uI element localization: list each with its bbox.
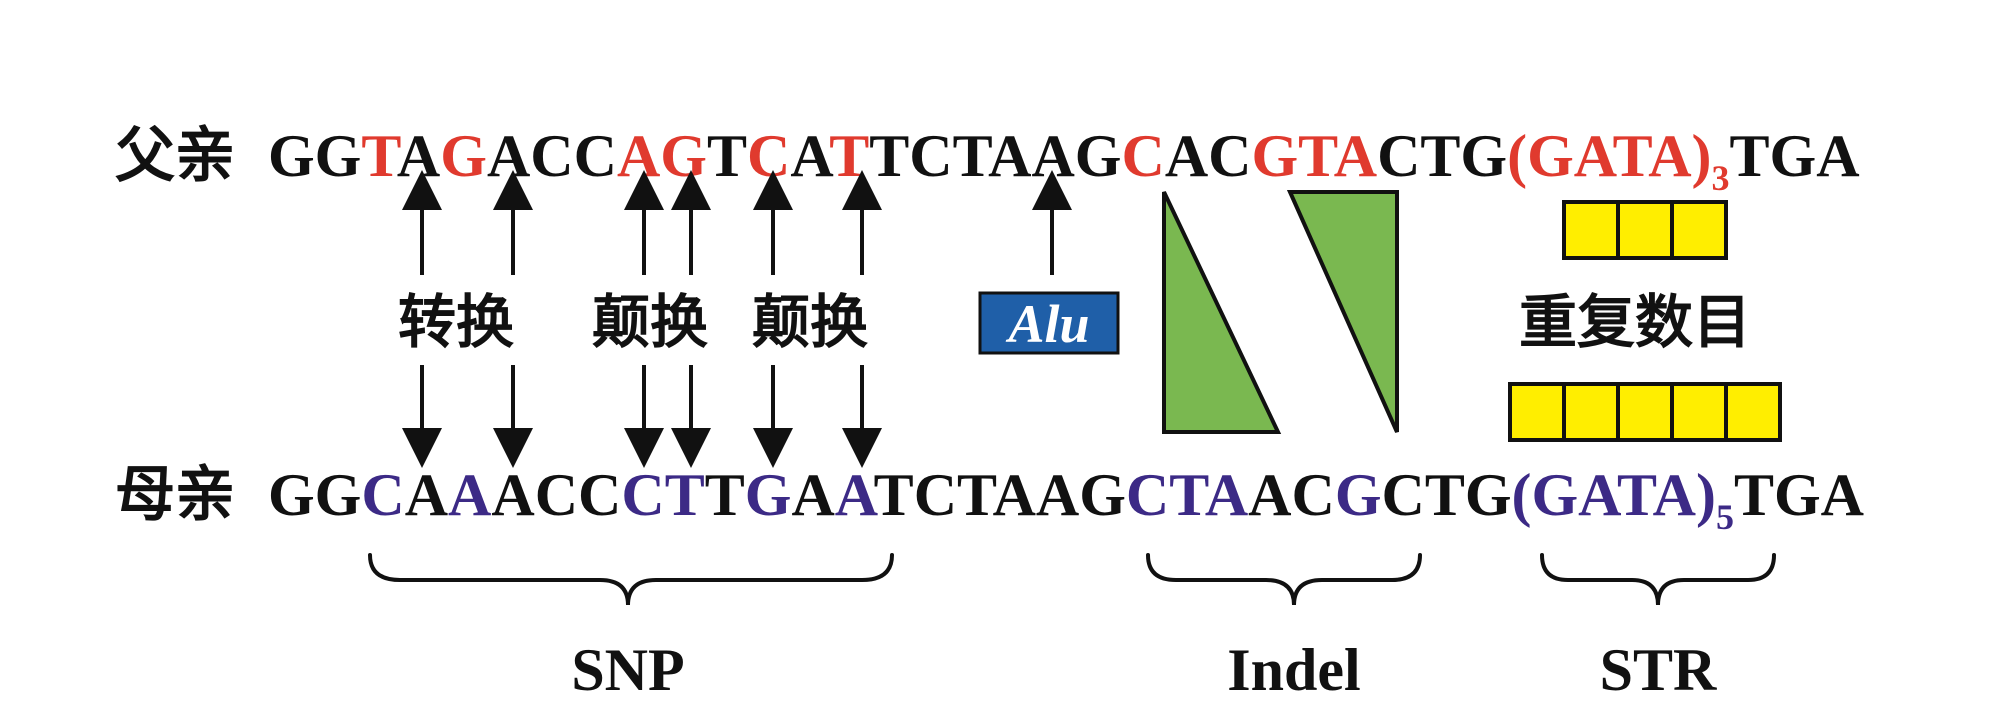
father-seq-segment: TGA <box>1730 123 1860 189</box>
father-row: 父亲 GGTAGACCAGTCATTCTAAGCACGTACTG(GATA)3T… <box>115 121 1860 198</box>
mother-seq-segment: (GATA) <box>1512 462 1716 528</box>
mother-seq-segment: CTG <box>1382 462 1512 528</box>
repeat-unit-box <box>1562 382 1620 442</box>
snp-label: SNP <box>571 637 684 703</box>
mother-seq-segment: AC <box>1248 462 1335 528</box>
brace-labels: SNP Indel STR <box>571 637 1717 703</box>
mother-seq-segment: C <box>361 462 404 528</box>
mother-seq-segment: G <box>745 462 792 528</box>
repeat-unit-box <box>1508 382 1566 442</box>
alu-label: Alu <box>1005 294 1089 354</box>
alu-box <box>978 291 1120 355</box>
mother-seq-segment: 5 <box>1716 497 1734 537</box>
mother-seq-segment: TGA <box>1734 462 1864 528</box>
mother-seq-segment: CT <box>621 462 704 528</box>
snp-arrows <box>402 170 1072 468</box>
father-seq-segment: T <box>361 123 401 189</box>
mother-seq-segment: A <box>405 462 448 528</box>
mother-seq-segment: A <box>791 462 834 528</box>
mother-seq-segment: GG <box>268 462 361 528</box>
mother-seq-segment: T <box>705 462 745 528</box>
father-seq-segment: GTA <box>1252 123 1378 189</box>
father-seq-segment: T <box>829 123 869 189</box>
father-seq-segment: ACC <box>487 123 617 189</box>
mother-row: 母亲 GGCAAACCCTTGAATCTAAGCTAACGCTG(GATA)5T… <box>115 460 1864 537</box>
father-seq-segment: AC <box>1165 123 1252 189</box>
father-seq-segment: C <box>747 123 790 189</box>
repeat-unit-box <box>1616 200 1674 260</box>
str-repeats: 重复数目 <box>1508 200 1782 442</box>
snp-brace <box>368 553 894 606</box>
father-seq-segment: TCTAAG <box>869 123 1121 189</box>
indel-brace <box>1146 553 1422 606</box>
alu-element: Alu <box>978 291 1120 355</box>
father-seq-segment: G <box>440 123 487 189</box>
indel-triangle-left <box>1162 191 1282 434</box>
repeat-unit-box <box>1724 382 1782 442</box>
transversion-label-1: 颠换 <box>592 288 708 356</box>
father-seq-segment: GG <box>268 123 361 189</box>
father-seq-segment: (GATA) <box>1507 123 1711 189</box>
father-seq-segment: C <box>1121 123 1164 189</box>
mother-seq-segment: A <box>448 462 491 528</box>
mother-label: 母亲 <box>115 460 235 530</box>
father-seq-segment: T <box>707 123 747 189</box>
str-brace <box>1540 553 1776 606</box>
mother-seq-segment: ACC <box>491 462 621 528</box>
father-seq-segment: A <box>397 123 440 189</box>
father-seq-segment: A <box>790 123 833 189</box>
mother-seq-segment: TCTAAG <box>874 462 1126 528</box>
father-seq-segment: AG <box>617 123 707 189</box>
transition-label: 转换 <box>398 288 514 356</box>
indel-label: Indel <box>1227 637 1360 703</box>
father-label: 父亲 <box>115 121 235 191</box>
repeat-unit-box <box>1562 200 1620 260</box>
mother-seq-segment: CTA <box>1126 462 1248 528</box>
father-seq-segment: CTG <box>1377 123 1507 189</box>
repeat-unit-box <box>1670 382 1728 442</box>
braces <box>368 553 1776 606</box>
father-sequence: GGTAGACCAGTCATTCTAAGCACGTACTG(GATA)3TGA <box>268 123 1860 198</box>
repeat-unit-box <box>1616 382 1674 442</box>
father-seq-segment: 3 <box>1712 158 1730 198</box>
repeat-unit-box <box>1670 200 1728 260</box>
indel-triangle-right <box>1286 190 1399 433</box>
mother-sequence: GGCAAACCCTTGAATCTAAGCTAACGCTG(GATA)5TGA <box>268 462 1864 537</box>
father-repeat-boxes <box>1562 200 1728 260</box>
repeat-count-label: 重复数目 <box>1519 288 1751 356</box>
mother-repeat-boxes <box>1508 382 1782 442</box>
indel-triangles <box>1162 190 1399 434</box>
snp-type-labels: 转换 颠换 颠换 <box>398 288 868 356</box>
transversion-label-2: 颠换 <box>752 288 868 356</box>
str-label: STR <box>1600 637 1717 703</box>
mother-seq-segment: A <box>835 462 878 528</box>
mother-seq-segment: G <box>1335 462 1382 528</box>
